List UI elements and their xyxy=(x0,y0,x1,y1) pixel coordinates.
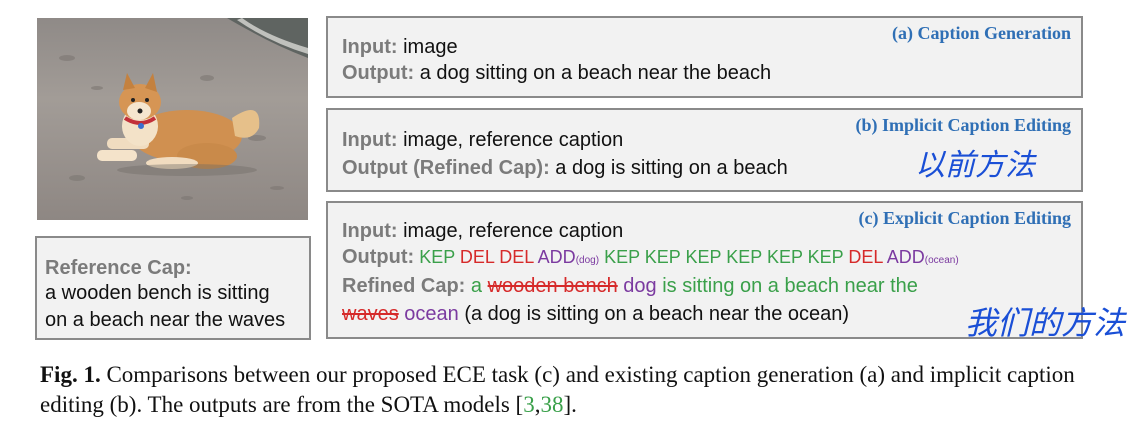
edit-op-del: DEL xyxy=(499,247,534,267)
refined-deleted-1: wooden bench xyxy=(487,275,618,297)
panel-c-input-line: Input: image, reference caption xyxy=(342,219,623,243)
panel-b-input-line: Input: image, reference caption xyxy=(342,128,623,152)
refined-deleted-2: waves xyxy=(342,303,399,325)
reference-text-line1: a wooden bench is sitting xyxy=(45,282,270,304)
figure-caption: Fig. 1. Comparisons between our proposed… xyxy=(40,360,1100,420)
panel-c-refined-line1: Refined Cap: a wooden bench dog is sitti… xyxy=(342,274,918,298)
panel-c-output-label: Output: xyxy=(342,246,415,268)
edit-op-kep: KEP xyxy=(604,247,640,267)
panel-a-tag: (a) Caption Generation xyxy=(892,23,1071,43)
refined-kept-2: is sitting on a beach near the xyxy=(656,275,918,297)
citation-end: ]. xyxy=(563,392,577,417)
panel-b-output-line: Output (Refined Cap): a dog is sitting o… xyxy=(342,156,788,180)
panel-c-output-line: Output: KEP DEL DEL ADD(dog) KEP KEP KEP… xyxy=(342,245,959,273)
figure-caption-text: Comparisons between our proposed ECE tas… xyxy=(40,362,1075,417)
edit-op-add: ADD xyxy=(537,247,576,267)
reference-caption-box: Reference Cap: a wooden bench is sitting… xyxy=(35,236,311,340)
reference-label: Reference Cap: xyxy=(45,257,192,279)
panel-explicit-editing: (c) Explicit Caption Editing Input: imag… xyxy=(326,201,1083,339)
panel-a-input-label: Input: xyxy=(342,36,398,58)
panel-a-input-line: Input: image xyxy=(342,35,458,59)
panel-a-input-value: image xyxy=(397,36,458,58)
panel-implicit-editing: (b) Implicit Caption Editing Input: imag… xyxy=(326,108,1083,192)
edit-op-kep: KEP xyxy=(685,247,722,267)
panel-c-tag: (c) Explicit Caption Editing xyxy=(858,208,1071,228)
handwritten-note-our-method: 我们的方法 xyxy=(965,304,1126,342)
panel-b-input-value: image, reference caption xyxy=(397,129,624,151)
edit-op-kep: KEP xyxy=(726,247,762,267)
edit-op-del: DEL xyxy=(848,247,883,267)
panel-c-refined-line2: waves ocean (a dog is sitting on a beach… xyxy=(342,302,849,326)
refined-added-2: ocean xyxy=(398,303,459,325)
edit-op-add: ADD xyxy=(886,247,925,267)
handwritten-note-previous-method: 以前方法 xyxy=(915,148,1035,183)
refined-kept-1: a xyxy=(465,275,488,297)
panel-b-output-label: Output (Refined Cap): xyxy=(342,157,550,179)
panel-caption-generation: (a) Caption Generation Input: image Outp… xyxy=(326,16,1083,98)
citation-link-2[interactable]: 38 xyxy=(540,392,564,417)
edit-op-kep: KEP xyxy=(419,247,455,267)
edit-op-del: DEL xyxy=(459,247,495,267)
figure-label: Fig. 1. xyxy=(40,362,101,387)
panel-a-output-value: a dog sitting on a beach near the beach xyxy=(414,62,772,84)
dog-photo xyxy=(37,18,308,220)
edit-ops-sequence: KEP DEL DEL ADD(dog) KEP KEP KEP KEP KEP… xyxy=(419,247,958,267)
panel-c-input-label: Input: xyxy=(342,220,398,242)
panel-b-output-value: a dog is sitting on a beach xyxy=(549,157,788,179)
panel-c-refined-label: Refined Cap: xyxy=(342,275,466,297)
panel-a-output-label: Output: xyxy=(342,62,415,84)
edit-op-kep: KEP xyxy=(766,247,803,267)
citation-separator: , xyxy=(534,392,541,417)
dog-photo-illustration xyxy=(37,18,308,220)
panel-a-output-line: Output: a dog sitting on a beach near th… xyxy=(342,61,771,85)
refined-added-1: dog xyxy=(617,275,657,297)
panel-b-input-label: Input: xyxy=(342,129,398,151)
refined-plain: (a dog is sitting on a beach near the oc… xyxy=(458,303,850,325)
citation-link-1[interactable]: 3 xyxy=(523,392,535,417)
edit-op-arg: (dog) xyxy=(575,255,600,266)
reference-text-line2: on a beach near the waves xyxy=(45,309,286,331)
panel-c-input-value: image, reference caption xyxy=(397,220,624,242)
panel-b-tag: (b) Implicit Caption Editing xyxy=(855,115,1071,135)
edit-op-kep: KEP xyxy=(644,247,681,267)
edit-op-arg: (ocean) xyxy=(924,255,959,266)
edit-op-kep: KEP xyxy=(807,247,844,267)
